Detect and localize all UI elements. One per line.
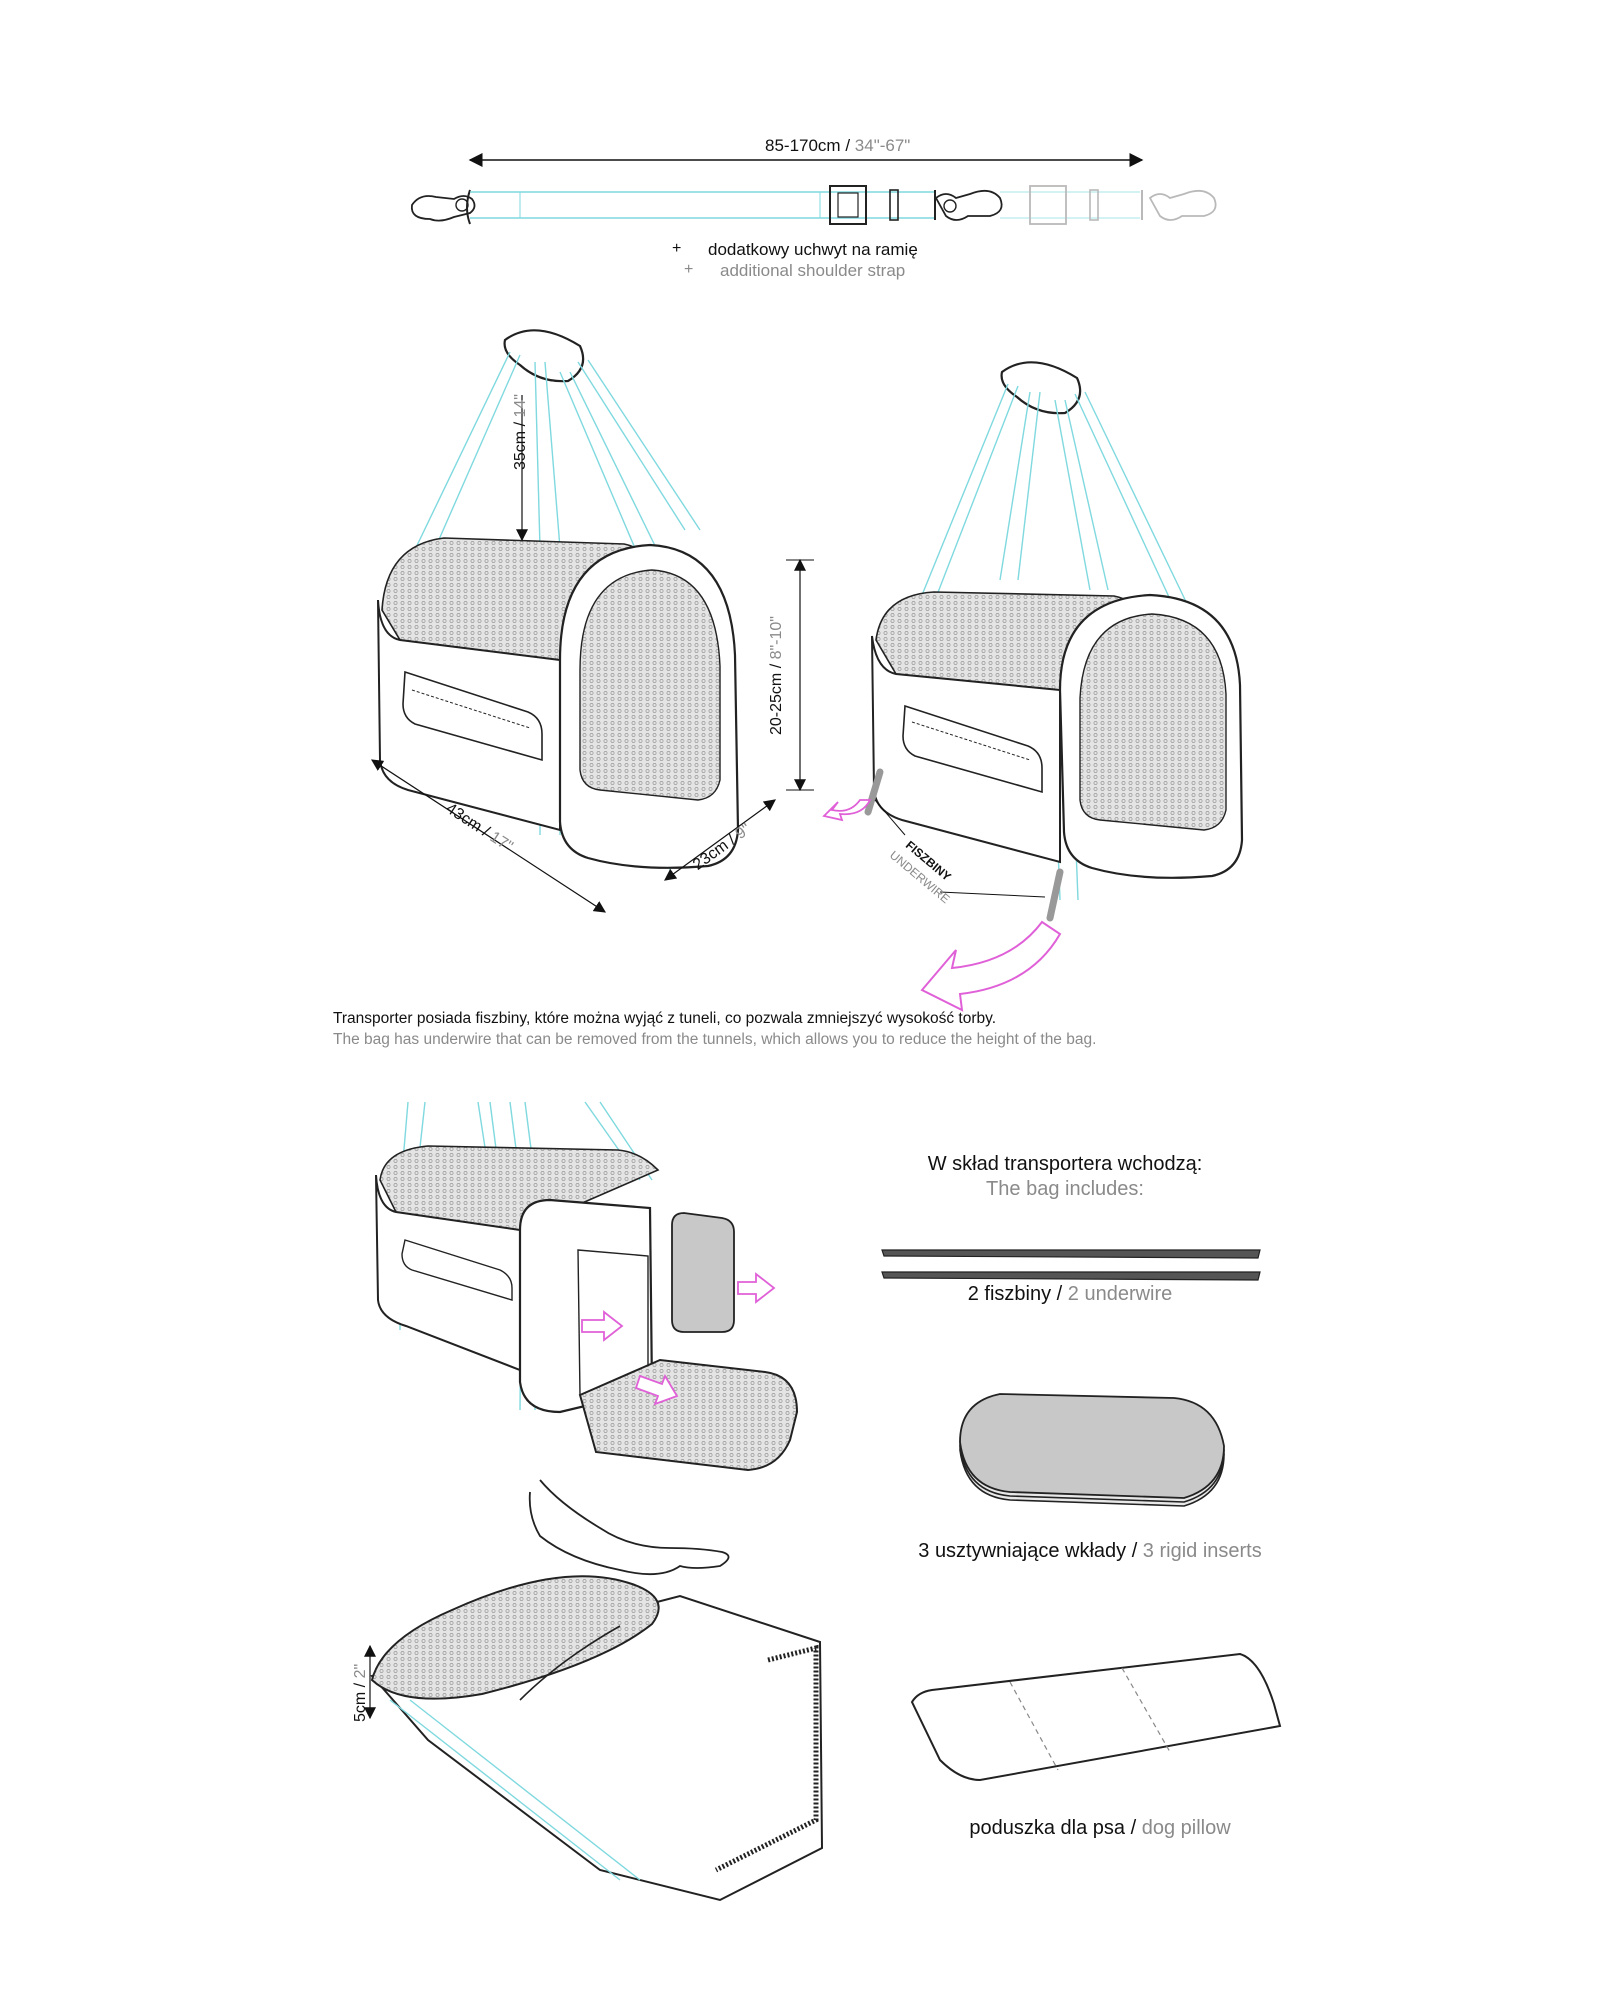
shoulder-strap-illustration: [410, 153, 1217, 225]
height-dim-imperial: 8"-10": [768, 616, 785, 660]
strap-right-clip-icon: [934, 189, 1003, 221]
pocket-zipper: [411, 689, 531, 729]
item-underwire-label: 2 fiszbiny / 2 underwire: [968, 1283, 1173, 1306]
insert-arrow-2: [581, 1310, 624, 1342]
height-dim-sep: /: [768, 659, 785, 673]
item-underwire-pl: 2 fiszbiny: [967, 1283, 1052, 1305]
handle-grip-right: [1000, 361, 1082, 415]
strap-left-clip-icon: [410, 189, 476, 225]
height-dimension-label: 20-25cm / 8"-10": [768, 616, 786, 735]
strap-length-metric: 85-170cm: [765, 136, 841, 155]
item-underwire-sep: /: [1051, 1283, 1068, 1305]
underwire-leader-line: [939, 891, 1046, 898]
open-door-flap: [578, 1358, 799, 1472]
folded-zipper: [714, 1644, 819, 1873]
item-inserts-label: 3 usztywniające wkłady / 3 rigid inserts: [918, 1540, 1261, 1563]
item-pillow-en: dog pillow: [1141, 1817, 1231, 1839]
carrier-underwire-illustration: [822, 361, 1244, 1012]
item-pillow-sep: /: [1125, 1817, 1142, 1839]
strap-title-pl: dodatkowy uchwyt na ramię: [708, 240, 918, 259]
rigid-inserts-stack: [959, 1393, 1225, 1507]
handle-dim-imperial: 14": [512, 394, 529, 418]
handle-dim-sep: /: [512, 417, 529, 431]
carrier-open-illustration: [375, 1101, 799, 1472]
insert-arrow-1: [737, 1272, 776, 1304]
item-underwire-en: 2 underwire: [1067, 1283, 1173, 1305]
includes-title-pl: W skład transportera wchodzą:: [927, 1153, 1203, 1175]
underwire-note-pl: Transporter posiada fiszbiny, które możn…: [333, 1010, 997, 1027]
strap-extension-faded: [1000, 185, 1217, 225]
folded-dimension-label: 5cm / 2": [352, 1664, 370, 1722]
folded-dim-metric: 5cm: [352, 1691, 369, 1722]
item-inserts-pl: 3 usztywniające wkłady: [918, 1540, 1127, 1562]
underwire-rod-2: [881, 1271, 1261, 1281]
height-dim-metric: 20-25cm: [768, 672, 785, 735]
handle-grip: [503, 329, 585, 383]
strap-band: [470, 191, 935, 219]
removal-arrow-right: [920, 920, 1062, 1012]
folded-dim-sep: /: [352, 1678, 369, 1692]
end-panel-mesh: [579, 569, 721, 801]
dog-pillow: [910, 1652, 1282, 1782]
underwire-rod-1: [881, 1249, 1261, 1259]
carrier-folded-illustration: [364, 1479, 824, 1902]
strap-length-label: 85-170cm / 34"-67": [765, 136, 910, 156]
underwire-piece-left: [864, 768, 884, 816]
strap-plus-en: +: [684, 261, 694, 278]
handle-dimension-label: 35cm / 14": [512, 394, 530, 470]
hand-icon: [528, 1479, 730, 1576]
handle-dim-metric: 35cm: [512, 430, 529, 470]
removal-arrow-left: [822, 799, 872, 822]
folded-dim-imperial: 2": [352, 1663, 369, 1679]
length-dimension-line: [370, 759, 607, 913]
insert-arrow-3: [634, 1373, 679, 1406]
folded-top-cover: [370, 1575, 660, 1700]
item-pillow-pl: poduszka dla psa: [969, 1817, 1126, 1839]
depth-dimension-line: [664, 799, 776, 881]
underwire-note-en: The bag has underwire that can be remove…: [333, 1031, 1097, 1048]
rigid-insert-pulled: [671, 1212, 735, 1333]
strap-length-imperial: 34"-67": [854, 136, 911, 155]
item-pillow-label: poduszka dla psa / dog pillow: [969, 1817, 1230, 1840]
strap-buckle-icon: [829, 185, 899, 225]
item-inserts-en: 3 rigid inserts: [1142, 1540, 1262, 1562]
strap-plus-pl: +: [672, 240, 682, 257]
includes-title-en: The bag includes:: [986, 1178, 1144, 1200]
strap-length-separator: /: [840, 136, 855, 155]
strap-title-en: additional shoulder strap: [720, 261, 906, 280]
underwire-piece-right: [1046, 868, 1064, 922]
item-inserts-sep: /: [1126, 1540, 1143, 1562]
carrier-dimensions-illustration: [370, 329, 814, 913]
included-items-illustrations: [881, 1249, 1282, 1782]
